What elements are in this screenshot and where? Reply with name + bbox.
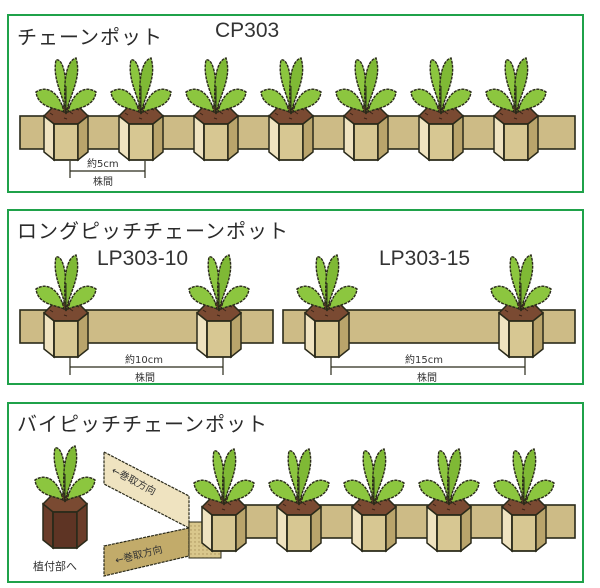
product-code-lp303-10: LP303-10	[97, 247, 189, 270]
product-code: CP303	[215, 19, 280, 42]
panel-chain-pot: チェーンポット CP303 約5cm 株間	[7, 14, 584, 193]
spacing-value: 約5cm	[87, 159, 119, 170]
chain-pot-illustration	[19, 57, 576, 178]
spacing-label: 株間	[93, 177, 113, 188]
panel-title: チェーンポット	[17, 25, 163, 49]
panel-title: ロングピッチチェーンポット	[17, 219, 289, 243]
spacing-dimension-line-10	[69, 357, 224, 375]
spacing-label-15: 株間	[417, 373, 437, 384]
spacing-dimension-line	[69, 161, 146, 178]
panel-title: バイピッチチェーンポット	[17, 412, 268, 436]
product-code-lp303-15: LP303-15	[379, 247, 471, 270]
spacing-label-10: 株間	[135, 373, 155, 384]
long-pitch-illustration	[19, 254, 576, 375]
spacing-dimension-line-15	[330, 357, 526, 375]
spacing-value-15: 約15cm	[405, 355, 443, 366]
panel-long-pitch-chain-pot: ロングピッチチェーンポット LP303-10 LP303-15 約10cm 株間…	[7, 209, 584, 385]
planting-section-label: 植付部へ	[33, 560, 77, 573]
bi-pitch-illustration	[34, 445, 576, 577]
panel-bi-pitch-chain-pot: バイピッチチェーンポット ←巻取方向 ←巻取方向 植付部へ	[7, 402, 584, 583]
spacing-value-10: 約10cm	[125, 355, 163, 366]
